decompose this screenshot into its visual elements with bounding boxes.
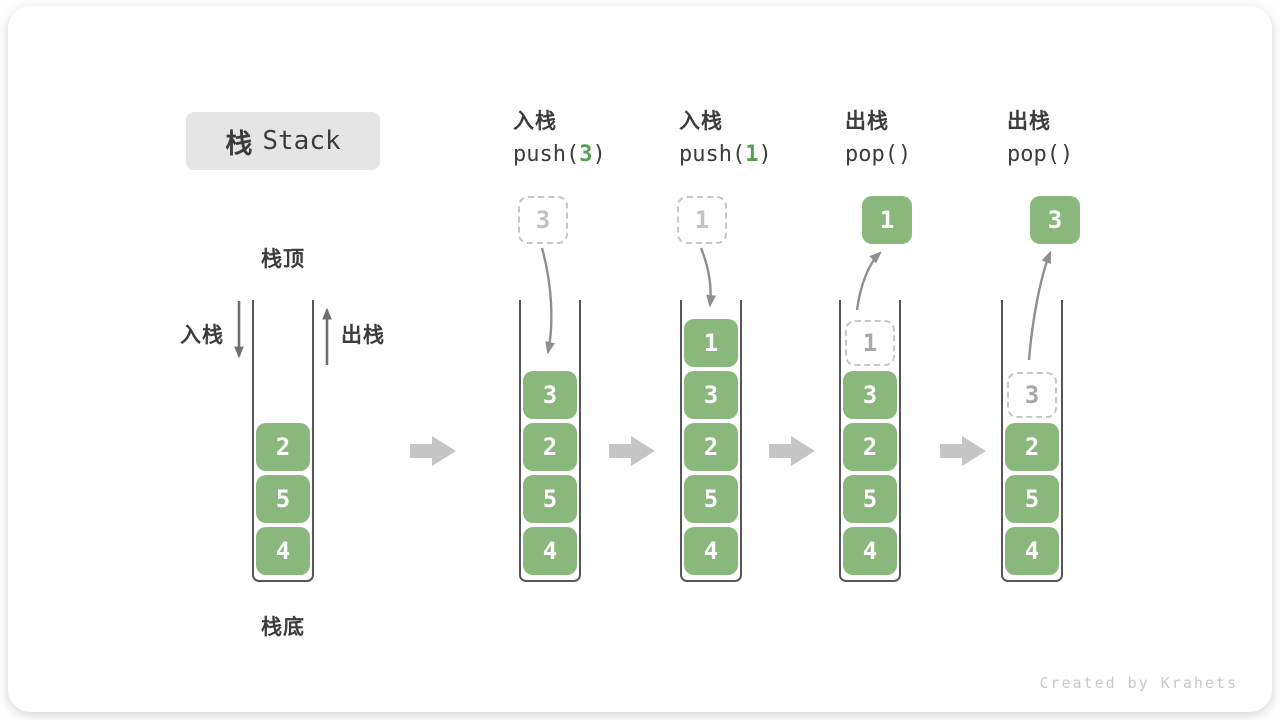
stack-cell: 4 (256, 527, 310, 575)
operation-name: 入栈 (513, 109, 557, 133)
stack-container-4 (839, 300, 901, 582)
stack-cell: 2 (684, 423, 738, 471)
stack-cell: 4 (1005, 527, 1059, 575)
stack-cell: 5 (523, 475, 577, 523)
stack-cell: 5 (843, 475, 897, 523)
popped-value-box: 1 (862, 196, 912, 244)
pop-side-label: 出栈 (341, 323, 385, 347)
operation-code: push(3) (513, 142, 606, 167)
stack-container-2 (519, 300, 581, 582)
stack-container-5 (1001, 300, 1063, 582)
title-zh: 栈 (225, 128, 253, 160)
stack-cell: 5 (1005, 475, 1059, 523)
operation-name: 出栈 (1007, 109, 1051, 133)
watermark: Created by Krahets (1039, 674, 1238, 692)
ghost-cell: 3 (1007, 372, 1057, 418)
title-badge: 栈 Stack (186, 112, 380, 170)
stack-cell: 4 (523, 527, 577, 575)
stack-cell: 3 (523, 371, 577, 419)
stack-cell: 3 (843, 371, 897, 419)
stack-cell: 4 (843, 527, 897, 575)
stack-container-3 (680, 300, 742, 582)
stack-bottom-label: 栈底 (261, 615, 305, 639)
stack-top-label: 栈顶 (261, 247, 305, 271)
operation-name: 出栈 (845, 109, 889, 133)
operation-code: pop() (1007, 142, 1074, 167)
push-side-label: 入栈 (180, 323, 224, 347)
operation-label-pop-second: 出栈 pop() (1007, 105, 1073, 167)
operation-label-push-1: 入栈 push(1) (679, 105, 772, 167)
operation-code: pop() (845, 142, 912, 167)
operation-label-push-3: 入栈 push(3) (513, 105, 606, 167)
popped-value-box: 3 (1030, 196, 1080, 244)
stack-cell: 2 (256, 423, 310, 471)
pushed-value-box: 3 (518, 196, 568, 244)
stack-cell: 3 (684, 371, 738, 419)
stack-container-1 (252, 300, 314, 582)
title-en: Stack (262, 126, 341, 156)
pushed-value-box: 1 (677, 196, 727, 244)
operation-code: push(1) (679, 142, 772, 167)
operation-name: 入栈 (679, 109, 723, 133)
stack-cell: 5 (684, 475, 738, 523)
stack-cell: 2 (1005, 423, 1059, 471)
stack-cell: 2 (843, 423, 897, 471)
stack-cell: 4 (684, 527, 738, 575)
ghost-cell: 1 (845, 320, 895, 366)
stack-cell: 5 (256, 475, 310, 523)
operation-label-pop-first: 出栈 pop() (845, 105, 911, 167)
stack-cell: 1 (684, 319, 738, 367)
stack-cell: 2 (523, 423, 577, 471)
